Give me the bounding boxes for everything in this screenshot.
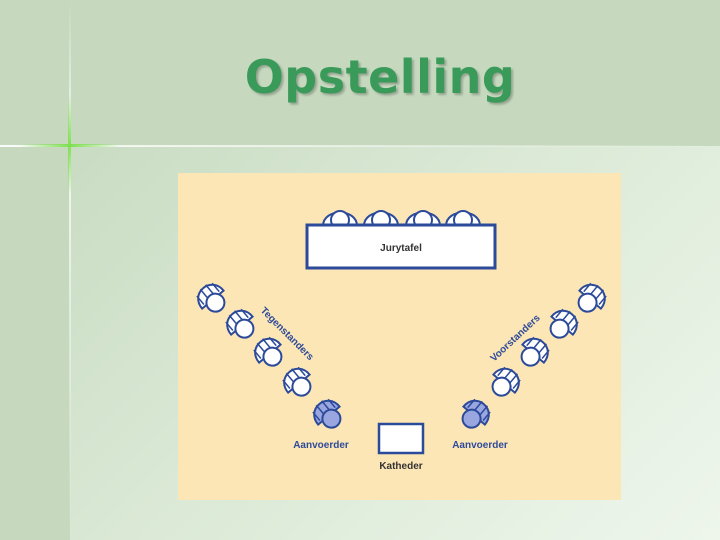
proponent-chair	[542, 303, 585, 346]
jury-table	[305, 223, 497, 270]
right-captain-label: Aanvoerder	[452, 440, 508, 451]
opponent-chair	[247, 331, 290, 374]
seating-diagram-svg: Jurytafel Tegenstanders Voorstanders Aan…	[190, 210, 613, 472]
slide-title: Opstelling	[244, 50, 516, 104]
sparkle-decoration-vertical	[68, 95, 71, 195]
divider-line-horizontal	[0, 145, 720, 147]
proponent-chair	[484, 361, 527, 404]
jury-table-label: Jurytafel	[380, 243, 422, 254]
proponent-captain-chair	[454, 393, 497, 436]
lectern-label: Katheder	[379, 461, 422, 472]
opponent-chair	[190, 277, 233, 320]
opponent-chair	[219, 303, 262, 346]
opponent-chair	[276, 361, 319, 404]
proponent-chair	[570, 277, 613, 320]
opponent-captain-chair	[306, 393, 349, 436]
divider-line-vertical	[69, 0, 71, 540]
lectern	[377, 422, 425, 455]
left-captain-label: Aanvoerder	[293, 440, 349, 451]
seating-diagram: Jurytafel Tegenstanders Voorstanders Aan…	[178, 173, 621, 500]
